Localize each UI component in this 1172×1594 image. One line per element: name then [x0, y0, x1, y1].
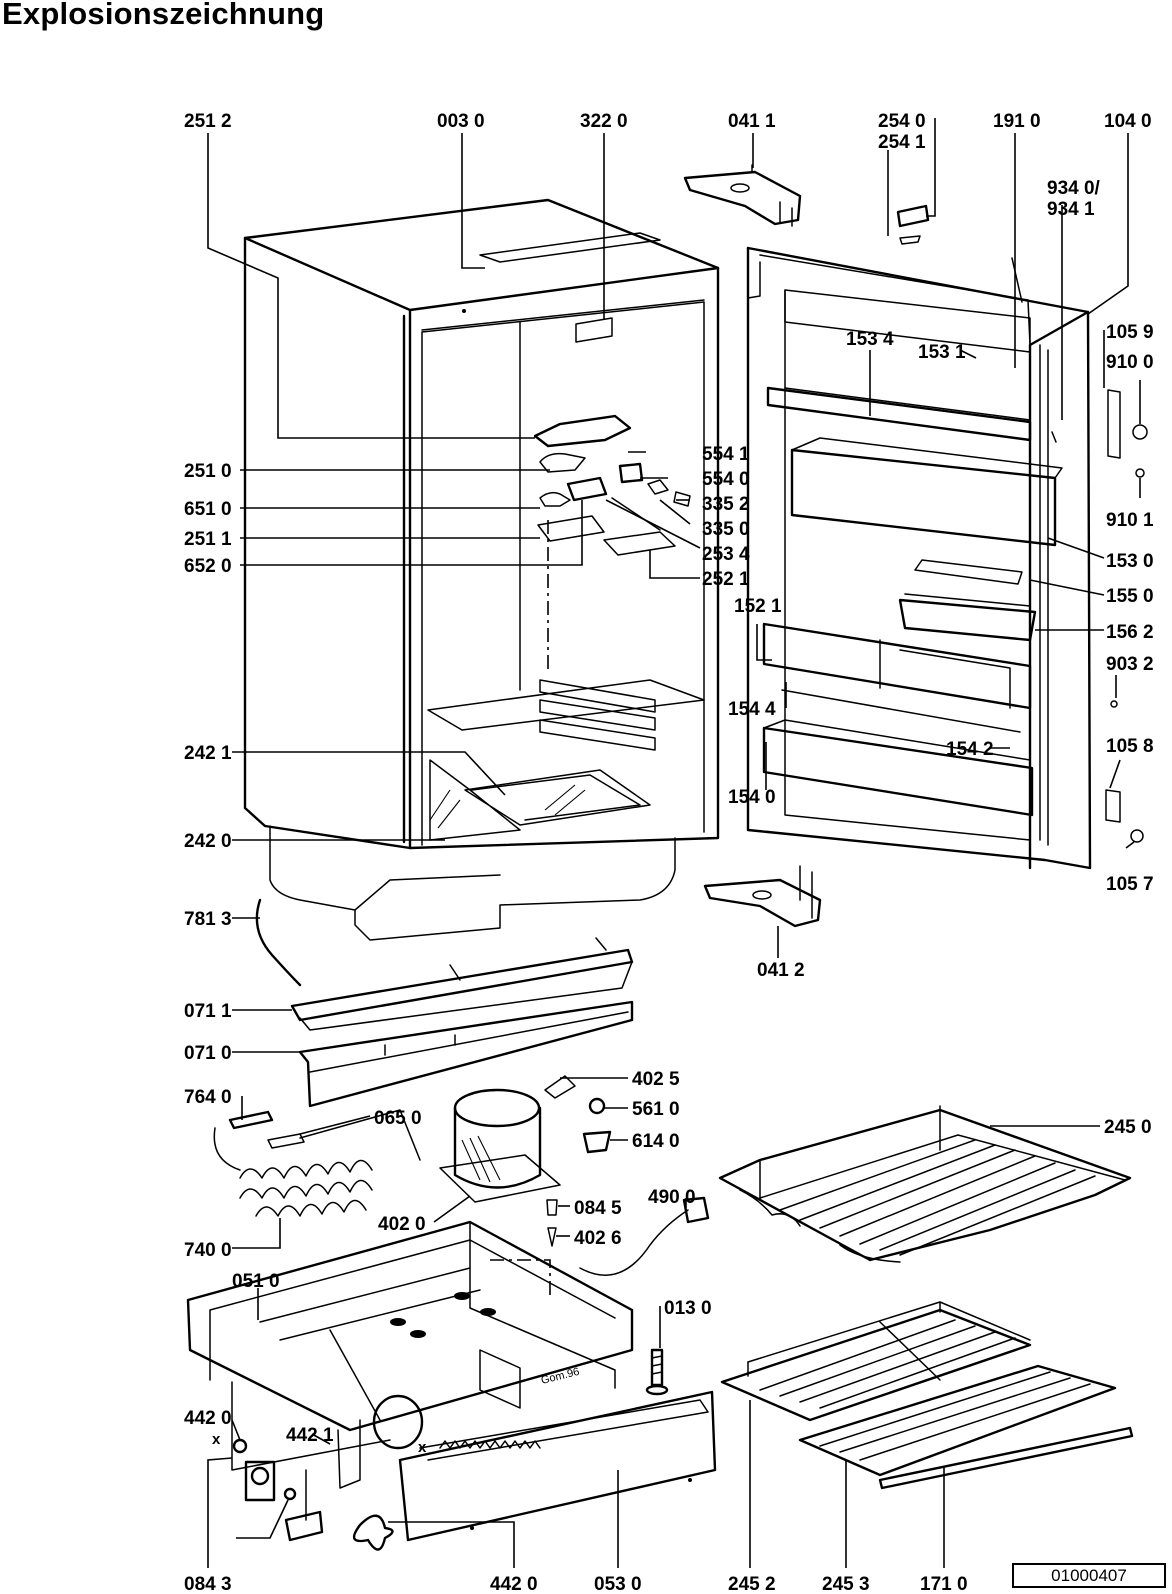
condenser-coil — [239, 1159, 373, 1217]
label-252-1: 252 1 — [702, 569, 750, 590]
compressor-assembly — [213, 1075, 710, 1276]
label-554-1: 554 1 — [702, 444, 750, 465]
label-152-1: 152 1 — [734, 596, 782, 617]
label-253-4: 253 4 — [702, 544, 750, 565]
cross-rails — [290, 937, 634, 1108]
label-254-0: 254 0 — [878, 111, 926, 132]
label-561-0: 561 0 — [632, 1099, 680, 1120]
label-242-0: 242 0 — [184, 831, 232, 852]
label-251-0: 251 0 — [184, 461, 232, 482]
label-740-0: 740 0 — [184, 1240, 232, 1261]
cross-mark-center: x — [418, 1439, 427, 1456]
label-402-6: 402 6 — [574, 1228, 622, 1249]
drain-hose — [255, 898, 302, 987]
leader-lines — [207, 118, 1141, 1568]
label-251-2: 251 2 — [184, 111, 232, 132]
label-442-1: 442 1 — [286, 1425, 334, 1446]
label-764-0: 764 0 — [184, 1087, 232, 1108]
label-154-4: 154 4 — [728, 699, 776, 720]
label-051-0: 051 0 — [232, 1271, 280, 1292]
label-154-0: 154 0 — [728, 787, 776, 808]
label-402-5: 402 5 — [632, 1069, 680, 1090]
label-105-9: 105 9 — [1106, 322, 1154, 343]
label-041-1: 041 1 — [728, 111, 776, 132]
leveling-screw — [645, 1348, 669, 1396]
label-910-1: 910 1 — [1106, 510, 1154, 531]
label-242-1: 242 1 — [184, 743, 232, 764]
label-245-2: 245 2 — [728, 1574, 776, 1594]
label-105-7: 105 7 — [1106, 874, 1154, 895]
label-903-2: 903 2 — [1106, 654, 1154, 675]
page-title: Explosionszeichnung — [2, 0, 325, 31]
label-013-0: 013 0 — [664, 1298, 712, 1319]
label-153-1: 153 1 — [918, 342, 966, 363]
label-651-0: 651 0 — [184, 499, 232, 520]
label-934-0: 934 0/ — [1047, 178, 1101, 199]
label-084-3: 084 3 — [184, 1574, 232, 1594]
label-065-0: 065 0 — [374, 1108, 422, 1129]
label-154-2: 154 2 — [946, 739, 994, 760]
label-084-5: 084 5 — [574, 1198, 622, 1219]
glass-shelf-front — [720, 1301, 1032, 1422]
label-153-4: 153 4 — [846, 329, 894, 350]
base-frame — [186, 1220, 634, 1489]
label-041-2: 041 2 — [757, 960, 805, 981]
label-251-1: 251 1 — [184, 529, 232, 550]
fan-parts — [232, 1438, 394, 1551]
cabinet-body — [243, 198, 720, 941]
part-labels: 251 2 003 0 322 0 041 1 254 0 254 1 191 … — [184, 111, 1154, 1594]
door-small-parts — [896, 204, 1148, 843]
trim-strip — [878, 1426, 1134, 1490]
label-153-0: 153 0 — [1106, 551, 1154, 572]
label-934-1: 934 1 — [1047, 199, 1095, 220]
label-245-3: 245 3 — [822, 1574, 870, 1594]
label-402-0: 402 0 — [378, 1214, 426, 1235]
label-071-1: 071 1 — [184, 1001, 232, 1022]
cross-mark-left: x — [212, 1431, 221, 1448]
label-781-3: 781 3 — [184, 909, 232, 930]
label-071-0: 071 0 — [184, 1043, 232, 1064]
label-335-2: 335 2 — [702, 494, 750, 515]
label-335-0: 335 0 — [702, 519, 750, 540]
label-155-0: 155 0 — [1106, 586, 1154, 607]
label-490-0: 490 0 — [648, 1187, 696, 1208]
label-003-0: 003 0 — [437, 111, 485, 132]
label-156-2: 156 2 — [1106, 622, 1154, 643]
label-245-0: 245 0 — [1104, 1117, 1152, 1138]
label-053-0: 053 0 — [594, 1574, 642, 1594]
label-322-0: 322 0 — [580, 111, 628, 132]
wire-shelf-large — [718, 1105, 1132, 1263]
work-piece-mark: Gom.96 — [540, 1366, 581, 1387]
label-254-1: 254 1 — [878, 132, 926, 153]
label-105-8: 105 8 — [1106, 736, 1154, 757]
glass-shelf-rear — [798, 1364, 1117, 1477]
top-hinge — [683, 164, 802, 227]
door-assembly — [746, 246, 1092, 870]
bottom-hinge — [703, 865, 822, 928]
label-554-0: 554 0 — [702, 469, 750, 490]
drawing-number: 01000407 — [1051, 1565, 1127, 1585]
label-171-0: 171 0 — [920, 1574, 968, 1594]
label-442-0-a: 442 0 — [184, 1408, 232, 1429]
label-910-0: 910 0 — [1106, 352, 1154, 373]
label-191-0: 191 0 — [993, 111, 1041, 132]
label-652-0: 652 0 — [184, 556, 232, 577]
kick-plate — [398, 1390, 717, 1542]
lamp-assembly — [462, 309, 691, 556]
label-442-0-b: 442 0 — [490, 1574, 538, 1594]
label-104-0: 104 0 — [1104, 111, 1152, 132]
label-614-0: 614 0 — [632, 1131, 680, 1152]
drawing-number-box: 01000407 — [1012, 1563, 1166, 1588]
